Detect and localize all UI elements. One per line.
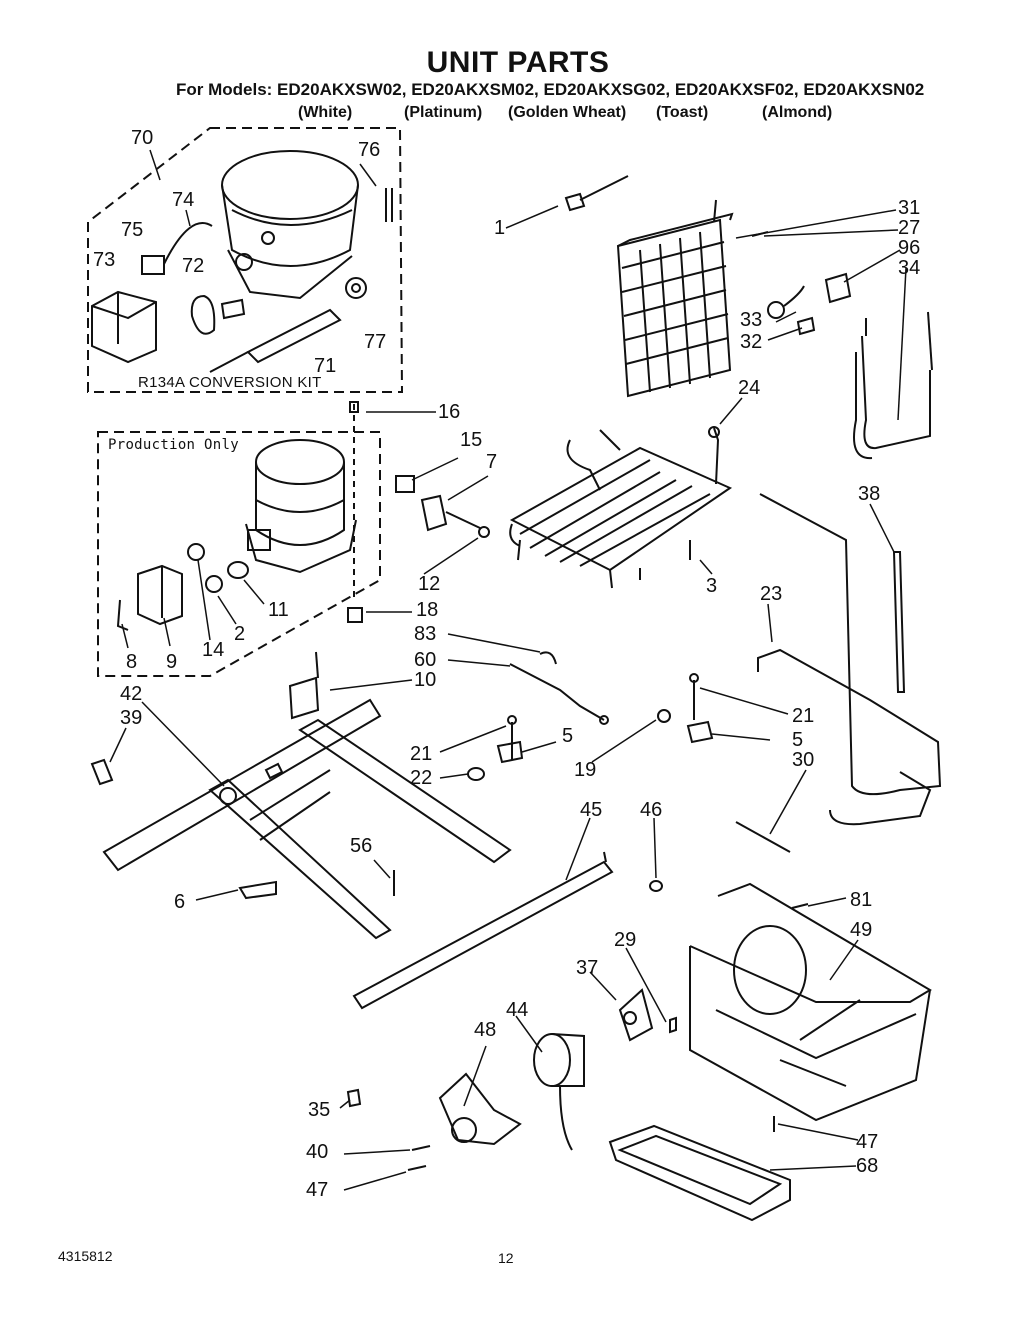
production-only-label: Production Only <box>108 437 239 453</box>
callout-6: 6 <box>174 891 186 913</box>
callout-33: 33 <box>740 309 763 331</box>
color-platinum: (Platinum) <box>404 104 483 121</box>
callout-11: 11 <box>268 599 289 621</box>
callout-30: 30 <box>792 749 815 771</box>
callout-2: 2 <box>234 623 246 645</box>
callout-16: 16 <box>438 401 461 423</box>
page-title: UNIT PARTS <box>426 46 610 79</box>
callout-12: 12 <box>418 573 441 595</box>
condenser-drawing <box>616 199 734 398</box>
evaporator-drawing <box>509 429 733 589</box>
callout-7: 7 <box>486 451 498 473</box>
callout-83: 83 <box>414 623 437 645</box>
conversion-kit-label: R134A CONVERSION KIT <box>138 374 322 391</box>
callout-35: 35 <box>308 1099 331 1121</box>
callout-10: 10 <box>414 669 437 691</box>
callout-45: 45 <box>580 799 603 821</box>
callout-48: 48 <box>474 1019 497 1041</box>
callout-74: 74 <box>172 189 195 211</box>
color-white: (White) <box>298 104 353 121</box>
callout-71: 71 <box>314 355 337 377</box>
callout-40: 40 <box>306 1141 329 1163</box>
callout-32: 32 <box>740 331 763 353</box>
callout-49: 49 <box>850 919 873 941</box>
callout-44: 44 <box>506 999 529 1021</box>
callout-24: 24 <box>738 377 761 399</box>
callout-34: 34 <box>898 257 921 279</box>
callout-14: 14 <box>202 639 225 661</box>
models-line: For Models: ED20AKXSW02, ED20AKXSM02, ED… <box>176 80 925 99</box>
callout-39: 39 <box>120 707 143 729</box>
callout-46: 46 <box>640 799 663 821</box>
color-golden-wheat: (Golden Wheat) <box>508 104 627 121</box>
callout-38: 38 <box>858 483 881 505</box>
callout-72: 72 <box>182 255 205 277</box>
callout-23: 23 <box>760 583 783 605</box>
callout-29: 29 <box>614 929 637 951</box>
base-frame-drawing <box>102 698 512 940</box>
callout-68: 68 <box>856 1155 879 1177</box>
callout-8: 8 <box>126 651 138 673</box>
fan-bracket-drawing <box>689 882 932 1122</box>
callout-77: 77 <box>364 331 387 353</box>
callout-19: 19 <box>574 759 597 781</box>
callout-27: 27 <box>898 217 921 239</box>
callout-21-left: 21 <box>410 743 433 765</box>
callout-15: 15 <box>460 429 483 451</box>
callout-5-left: 5 <box>562 725 574 747</box>
callout-75: 75 <box>121 219 144 241</box>
callout-60: 60 <box>414 649 437 671</box>
callout-37: 37 <box>576 957 599 979</box>
callout-21-right: 21 <box>792 705 815 727</box>
callout-96: 96 <box>898 237 921 259</box>
callout-73: 73 <box>93 249 116 271</box>
color-almond: (Almond) <box>762 104 833 121</box>
compressor-kit-drawing <box>91 150 393 373</box>
callout-76: 76 <box>358 139 381 161</box>
page-number: 12 <box>498 1250 514 1266</box>
callout-47-left: 47 <box>306 1179 329 1201</box>
callout-9: 9 <box>166 651 178 673</box>
production-only-box <box>97 431 381 677</box>
compressor-production-drawing <box>116 439 357 631</box>
callout-70: 70 <box>131 127 154 149</box>
callout-3: 3 <box>706 575 718 597</box>
callout-18: 18 <box>416 599 439 621</box>
callout-5-right: 5 <box>792 729 804 751</box>
callout-81: 81 <box>850 889 873 911</box>
conversion-kit-box <box>87 127 404 393</box>
callout-47-right: 47 <box>856 1131 879 1153</box>
callout-31: 31 <box>898 197 921 219</box>
callout-22: 22 <box>410 767 433 789</box>
callout-1: 1 <box>494 217 506 239</box>
doc-number: 4315812 <box>58 1248 113 1264</box>
callout-42: 42 <box>120 683 143 705</box>
callout-56: 56 <box>350 835 373 857</box>
color-toast: (Toast) <box>656 104 709 121</box>
